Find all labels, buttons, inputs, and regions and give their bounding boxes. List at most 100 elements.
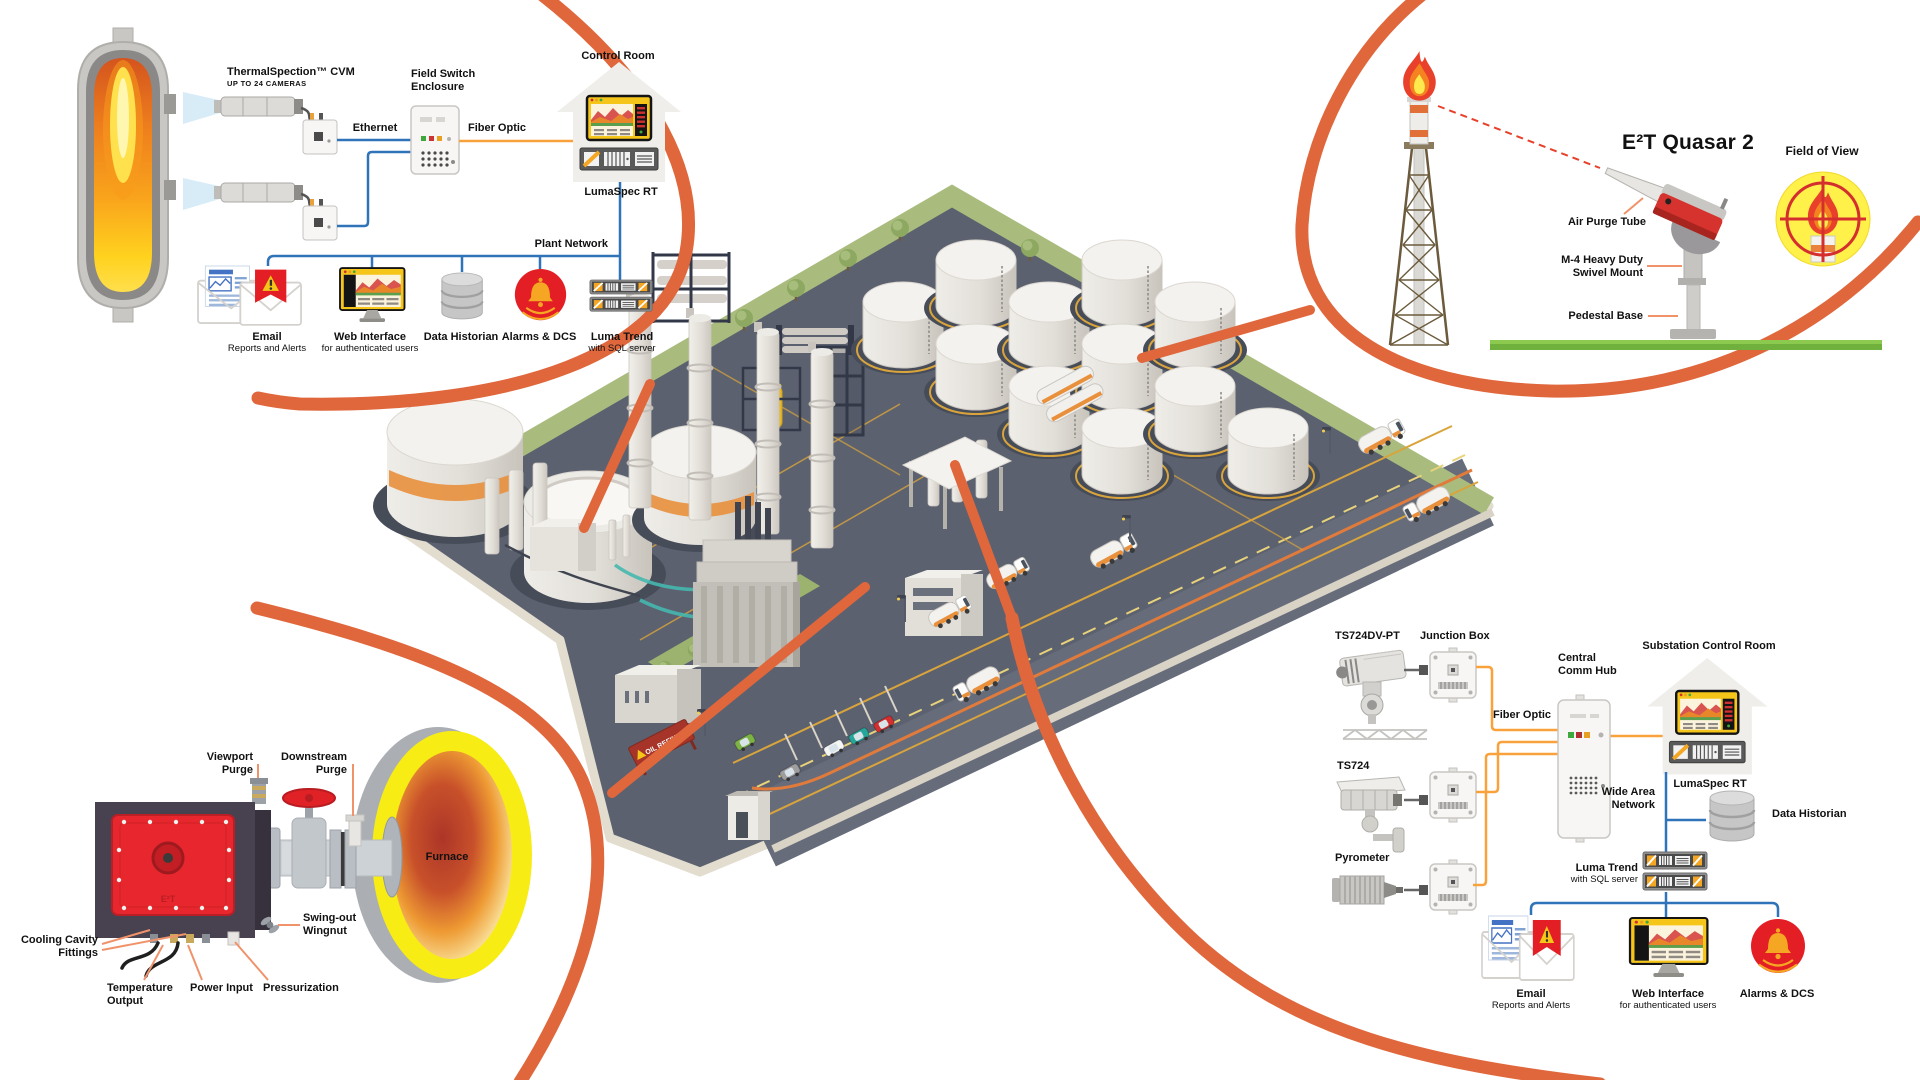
- control-room-icon: [555, 60, 683, 184]
- wan-lines: [1529, 772, 1780, 917]
- wide-area-network-label: Wide Area Network: [1601, 786, 1655, 811]
- fixed-camera: [1336, 776, 1406, 853]
- pyrometer-sensor: [1332, 875, 1403, 905]
- field-switch-label: Field Switch Enclosure: [411, 68, 476, 93]
- power-input-label: Power Input: [190, 982, 253, 994]
- downstream-purge-label: Downstream Purge: [280, 751, 347, 776]
- distillation-columns: [484, 288, 988, 561]
- swing-out-wingnut-label: Swing-out Wingnut: [303, 912, 357, 937]
- enclosure-brand-text: E²T: [161, 894, 176, 904]
- callout-thermal-cvm: [77, 27, 683, 326]
- callout-viewport: E²T: [95, 727, 532, 983]
- junction-box-icon: [1429, 647, 1477, 703]
- temperature-output-label: Temperature Output: [107, 982, 173, 1007]
- viewport-piping: [263, 788, 403, 898]
- small-building: [530, 519, 596, 571]
- quasar-title: E²T Quasar 2: [1622, 131, 1754, 154]
- swivel-mount-label: M-4 Heavy Duty Swivel Mount: [1561, 254, 1643, 279]
- camera-view-cone: [183, 178, 223, 210]
- web-interface-icon: [1628, 916, 1709, 979]
- pedestal-base-label: Pedestal Base: [1568, 310, 1643, 322]
- data-historian-icon: [440, 271, 484, 321]
- quasar-camera: [1604, 167, 1729, 339]
- substation-control-room-icon: [1645, 656, 1770, 777]
- field-of-view-label: Field of View: [1785, 144, 1859, 158]
- ptz-camera: [1336, 649, 1428, 741]
- wingnut: [260, 916, 280, 934]
- plant-network-label: Plant Network: [534, 238, 608, 250]
- fiber-lines: [1473, 665, 1663, 887]
- process-building: [693, 496, 800, 667]
- ethernet-lines: [337, 138, 411, 228]
- camera-view-cone: [183, 92, 223, 124]
- arc-bottom-right: [1005, 611, 1606, 1080]
- fiber-optic-label-2: Fiber Optic: [1492, 709, 1552, 721]
- tank-trailers: [1036, 365, 1104, 423]
- ts724dvpt-label: TS724DV-PT: [1335, 630, 1400, 642]
- callout-quasar: [1388, 51, 1882, 350]
- alarms-icon: [1749, 917, 1807, 975]
- quasar-leaders: [1623, 197, 1682, 317]
- central-comm-hub: [1557, 694, 1611, 843]
- thermalspection-title: ThermalSpection™ CVM: [227, 66, 355, 78]
- pyrometer-label: Pyrometer: [1335, 852, 1390, 864]
- historian-caption: Data Historian: [423, 331, 499, 343]
- junction-box-icon: [1429, 859, 1477, 915]
- viewport-leaders: [101, 764, 354, 981]
- furnace-vessel: [77, 27, 176, 323]
- email-icon: [1481, 915, 1575, 981]
- ts724-label: TS724: [1337, 760, 1370, 772]
- control-room-label: Control Room: [581, 50, 655, 62]
- viewport-purge-label: Viewport Purge: [206, 751, 253, 776]
- leader-top-left: [579, 379, 655, 533]
- callout-substation: [1332, 647, 1807, 981]
- leader-bottom-right: [950, 460, 1017, 623]
- camera-junction-box-1: [302, 113, 338, 155]
- web-interface-icon: [339, 267, 406, 323]
- grass-strip: [1490, 340, 1882, 350]
- thermalspection-subtitle: UP TO 24 CAMERAS: [227, 79, 307, 88]
- junction-box-label: Junction Box: [1420, 630, 1490, 642]
- leader-bottom-left: [607, 582, 870, 798]
- alarms-icon: [513, 267, 568, 322]
- plant-network-lines: [266, 182, 622, 280]
- lumaspec-label: LumaSpec RT: [584, 186, 658, 198]
- camera-cables: [1404, 668, 1428, 892]
- refinery-illustration: OIL REFINERY: [373, 184, 1495, 877]
- data-historian-icon: [1708, 789, 1756, 843]
- central-comm-hub-label: Central Comm Hub: [1558, 652, 1617, 677]
- warehouse: [615, 665, 701, 723]
- thermal-camera-2: [214, 182, 313, 210]
- data-historian-label: Data Historian: [1772, 808, 1847, 820]
- field-of-view-icon: [1775, 171, 1871, 267]
- fiber-optic-label: Fiber Optic: [467, 122, 527, 134]
- email-icon: [197, 265, 302, 326]
- sight-line: [1437, 105, 1601, 169]
- parking: [733, 685, 898, 784]
- office-building: [905, 570, 983, 636]
- junction-box-icon: [1429, 767, 1477, 823]
- camera-junction-box-2: [302, 199, 338, 241]
- flare-tower: [1388, 51, 1450, 346]
- camera-enclosure: E²T: [95, 778, 280, 978]
- flare-flame-icon: [1403, 51, 1436, 101]
- substation-control-room-label: Substation Control Room: [1642, 640, 1776, 652]
- leader-top-right: [1137, 305, 1315, 363]
- gatehouse: [725, 791, 773, 840]
- pressurization-label: Pressurization: [263, 982, 339, 994]
- alarms-caption-2: Alarms & DCS: [1739, 988, 1815, 1000]
- cooling-cavity-label: Cooling Cavity Fittings: [20, 934, 98, 959]
- ethernet-label: Ethernet: [352, 122, 398, 134]
- alarms-caption: Alarms & DCS: [501, 331, 577, 343]
- thermal-camera-1: [214, 96, 313, 124]
- luma-trend-icon: [1643, 852, 1707, 890]
- arc-bottom-left: [250, 601, 605, 1080]
- furnace-opening: [352, 727, 532, 983]
